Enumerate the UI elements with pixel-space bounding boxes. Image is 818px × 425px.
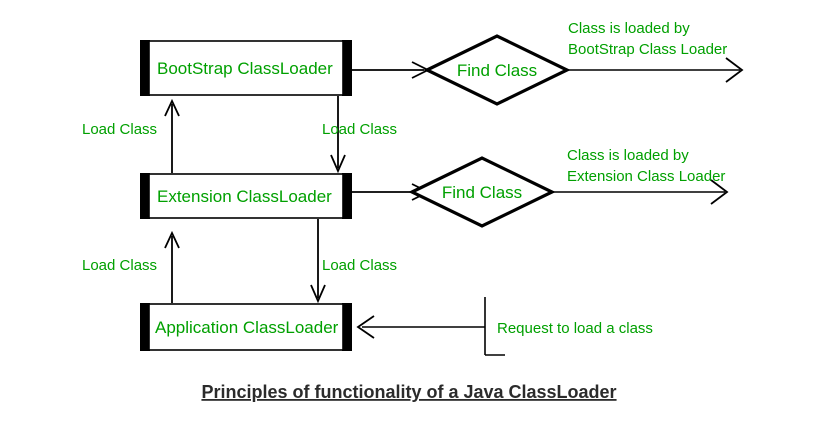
edge-label-load-class-down-bottom: Load Class <box>322 257 397 274</box>
application-box <box>148 303 344 351</box>
bootstrap-left-bar <box>140 40 150 96</box>
edge-application-to-extension: Load Class <box>82 230 180 303</box>
application-right-bar <box>342 303 352 351</box>
bootstrap-right-bar <box>342 40 352 96</box>
edge-label-load-class-up-bottom: Load Class <box>82 257 157 274</box>
extension-right-bar <box>342 173 352 219</box>
edge-bootstrap-to-extension: Load Class <box>322 96 397 174</box>
annotation-bootstrap-line2: BootStrap Class Loader <box>568 41 727 58</box>
extension-label: Extension ClassLoader <box>157 187 332 206</box>
edge-extension-to-application: Load Class <box>310 219 397 304</box>
diamond-label-bootstrap: Find Class <box>457 61 537 80</box>
edge-extension-to-bootstrap: Load Class <box>82 98 180 173</box>
arrowhead-down-bottom <box>310 284 326 304</box>
arrowhead-down-top <box>330 154 346 174</box>
arrowhead-request-into-application <box>356 315 375 339</box>
node-bootstrap-classloader: BootStrap ClassLoader <box>140 40 352 96</box>
arrowhead-up-bottom <box>164 230 180 249</box>
request-to-load-class-group: Request to load a class <box>356 297 653 356</box>
caption-label: Principles of functionality of a Java Cl… <box>201 382 616 402</box>
diamond-label-extension: Find Class <box>442 183 522 202</box>
decision-find-class-extension: Find Class <box>352 156 556 228</box>
result-arrow-bootstrap: Class is loaded by BootStrap Class Loade… <box>567 20 744 83</box>
annotation-bootstrap-line1: Class is loaded by <box>568 20 690 37</box>
edge-label-load-class-down-top: Load Class <box>322 121 397 138</box>
arrowhead-up-top <box>164 98 180 117</box>
bootstrap-label: BootStrap ClassLoader <box>157 59 333 78</box>
node-application-classloader: Application ClassLoader <box>140 303 352 351</box>
annotation-request-label: Request to load a class <box>497 320 653 337</box>
extension-box <box>148 173 344 219</box>
node-extension-classloader: Extension ClassLoader <box>140 173 352 219</box>
diagram-caption: Principles of functionality of a Java Cl… <box>201 382 616 402</box>
application-left-bar <box>140 303 150 351</box>
annotation-extension-line1: Class is loaded by <box>567 147 689 164</box>
decision-find-class-bootstrap: Find Class <box>352 34 571 106</box>
edge-label-load-class-up-top: Load Class <box>82 121 157 138</box>
arrowhead-result-bootstrap <box>725 57 744 83</box>
annotation-extension-line2: Extension Class Loader <box>567 168 725 185</box>
application-label: Application ClassLoader <box>155 318 339 337</box>
extension-left-bar <box>140 173 150 219</box>
result-arrow-extension: Class is loaded by Extension Class Loade… <box>552 147 729 205</box>
bootstrap-box <box>148 40 344 96</box>
arrowhead-result-extension <box>710 179 729 205</box>
